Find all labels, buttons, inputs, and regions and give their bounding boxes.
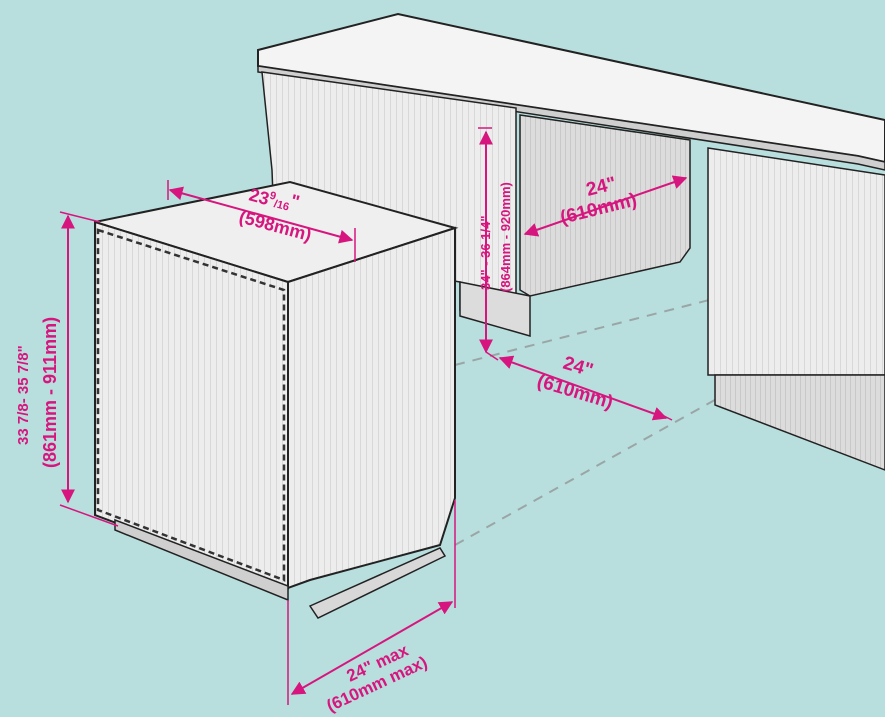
dimension-opening-height: 34" - 36 1/4" (864mm - 920mm) [478,127,513,354]
opening-height-metric: (864mm - 920mm) [498,182,513,292]
dimension-height: 33 7/8- 35 7/8" (861mm - 911mm) [15,211,119,527]
right-cabinet [707,147,885,471]
opening-height-imperial: 34" - 36 1/4" [478,216,493,290]
height-metric: (861mm - 911mm) [40,317,60,468]
floor-width-imperial: 24" [561,353,596,382]
height-imperial: 33 7/8- 35 7/8" [15,345,32,445]
dimension-floor-width: 24" (610mm) [485,351,673,421]
countertop [257,12,885,171]
top-depth-imperial: 239/16" [247,180,302,217]
dishwasher [94,180,459,619]
